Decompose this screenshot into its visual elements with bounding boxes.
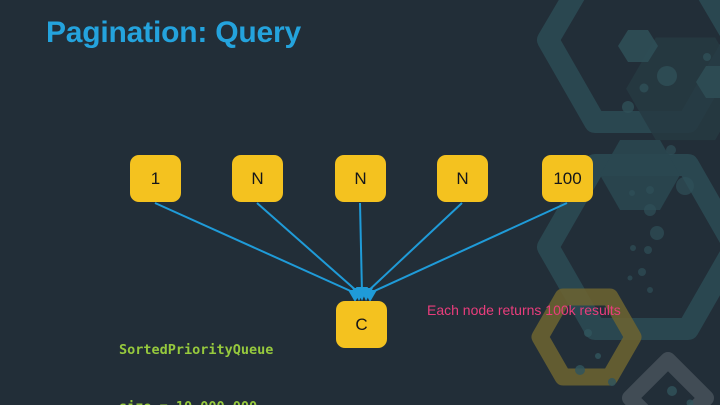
queue-annotation-line-2: size = 10_000_000	[119, 398, 273, 405]
edge-leaf-2	[256, 202, 360, 294]
leaf-node-3[interactable]: N	[335, 155, 386, 202]
edge-leaf-5	[369, 202, 568, 294]
coordinator-node[interactable]: C	[336, 301, 387, 348]
results-annotation: Each node returns 100k results	[427, 302, 621, 318]
leaf-node-2-label: N	[251, 168, 264, 188]
page-title: Pagination: Query	[46, 16, 301, 49]
leaf-node-2[interactable]: N	[232, 155, 283, 202]
edge-leaf-4	[365, 202, 463, 294]
leaf-node-4-label: N	[456, 168, 469, 188]
queue-annotation-line-1: SortedPriorityQueue	[119, 342, 274, 358]
leaf-node-3-label: N	[354, 168, 367, 188]
queue-annotation: SortedPriorityQueue size = 10_000_000	[119, 303, 273, 405]
edge-leaf-3	[359, 202, 363, 294]
leaf-node-1[interactable]: 1	[130, 155, 181, 202]
arrowheads	[348, 287, 377, 302]
leaf-node-5[interactable]: 100	[542, 155, 593, 202]
leaf-node-5-label: 100	[553, 168, 582, 188]
leaf-node-4[interactable]: N	[437, 155, 488, 202]
edge-leaf-1	[154, 202, 356, 294]
coordinator-node-label: C	[355, 314, 368, 334]
leaf-node-1-label: 1	[150, 168, 161, 188]
